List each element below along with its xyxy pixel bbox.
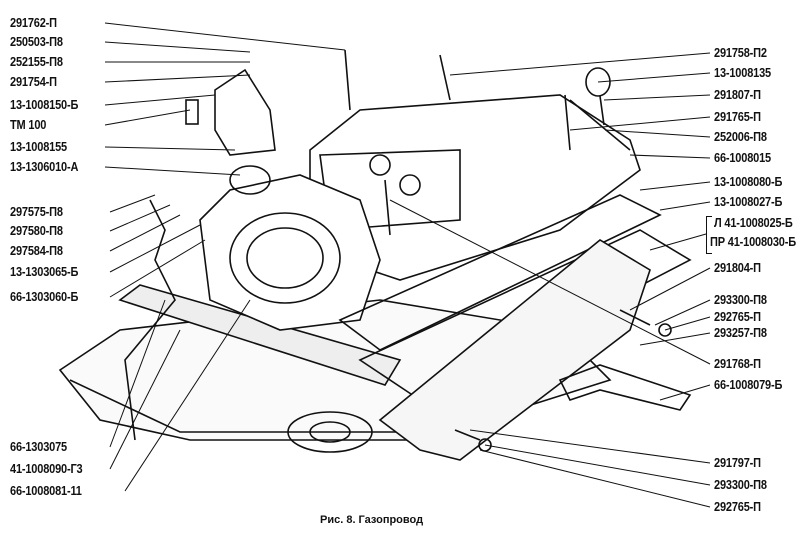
- part-label: 13-1008135: [714, 66, 771, 80]
- label-bracket: [706, 216, 712, 254]
- part-label: 13-1008155: [10, 140, 67, 154]
- figure-caption: Рис. 8. Газопровод: [320, 514, 424, 526]
- part-label: ТМ 100: [10, 118, 47, 132]
- part-label: 66-1303075: [10, 440, 67, 454]
- part-label: 13-1008150-Б: [10, 98, 79, 112]
- part-label: 252006-П8: [714, 130, 767, 144]
- part-label: 293257-П8: [714, 326, 767, 340]
- part-label: ПР 41-1008030-Б: [710, 235, 796, 249]
- part-label: 293300-П8: [714, 478, 767, 492]
- part-label: 13-1306010-А: [10, 160, 79, 174]
- part-label: 66-1008081-11: [10, 484, 82, 498]
- gas-pipeline-parts: [58, 49, 692, 461]
- leader-lines: [104, 22, 711, 508]
- part-label: 292765-П: [714, 310, 761, 324]
- part-label: 291804-П: [714, 261, 761, 275]
- part-label: 291758-П2: [714, 46, 767, 60]
- part-label: 13-1008080-Б: [714, 175, 783, 189]
- part-label: 292765-П: [714, 500, 761, 514]
- part-label: 291768-П: [714, 357, 761, 371]
- part-label: 293300-П8: [714, 293, 767, 307]
- part-label: 66-1303060-Б: [10, 290, 79, 304]
- part-label: 297575-П8: [10, 205, 63, 219]
- part-label: 252155-П8: [10, 55, 63, 69]
- part-label: 66-1008015: [714, 151, 771, 165]
- part-label: Л 41-1008025-Б: [714, 216, 793, 230]
- part-label: 297580-П8: [10, 224, 63, 238]
- part-label: 291762-П: [10, 16, 57, 30]
- part-label: 13-1303065-Б: [10, 265, 79, 279]
- part-label: 297584-П8: [10, 244, 63, 258]
- part-label: 41-1008090-Г3: [10, 462, 83, 476]
- part-label: 291754-П: [10, 75, 57, 89]
- part-label: 291797-П: [714, 456, 761, 470]
- part-label: 66-1008079-Б: [714, 378, 783, 392]
- part-label: 13-1008027-Б: [714, 195, 783, 209]
- part-label: 250503-П8: [10, 35, 63, 49]
- part-label: 291765-П: [714, 110, 761, 124]
- part-label: 291807-П: [714, 88, 761, 102]
